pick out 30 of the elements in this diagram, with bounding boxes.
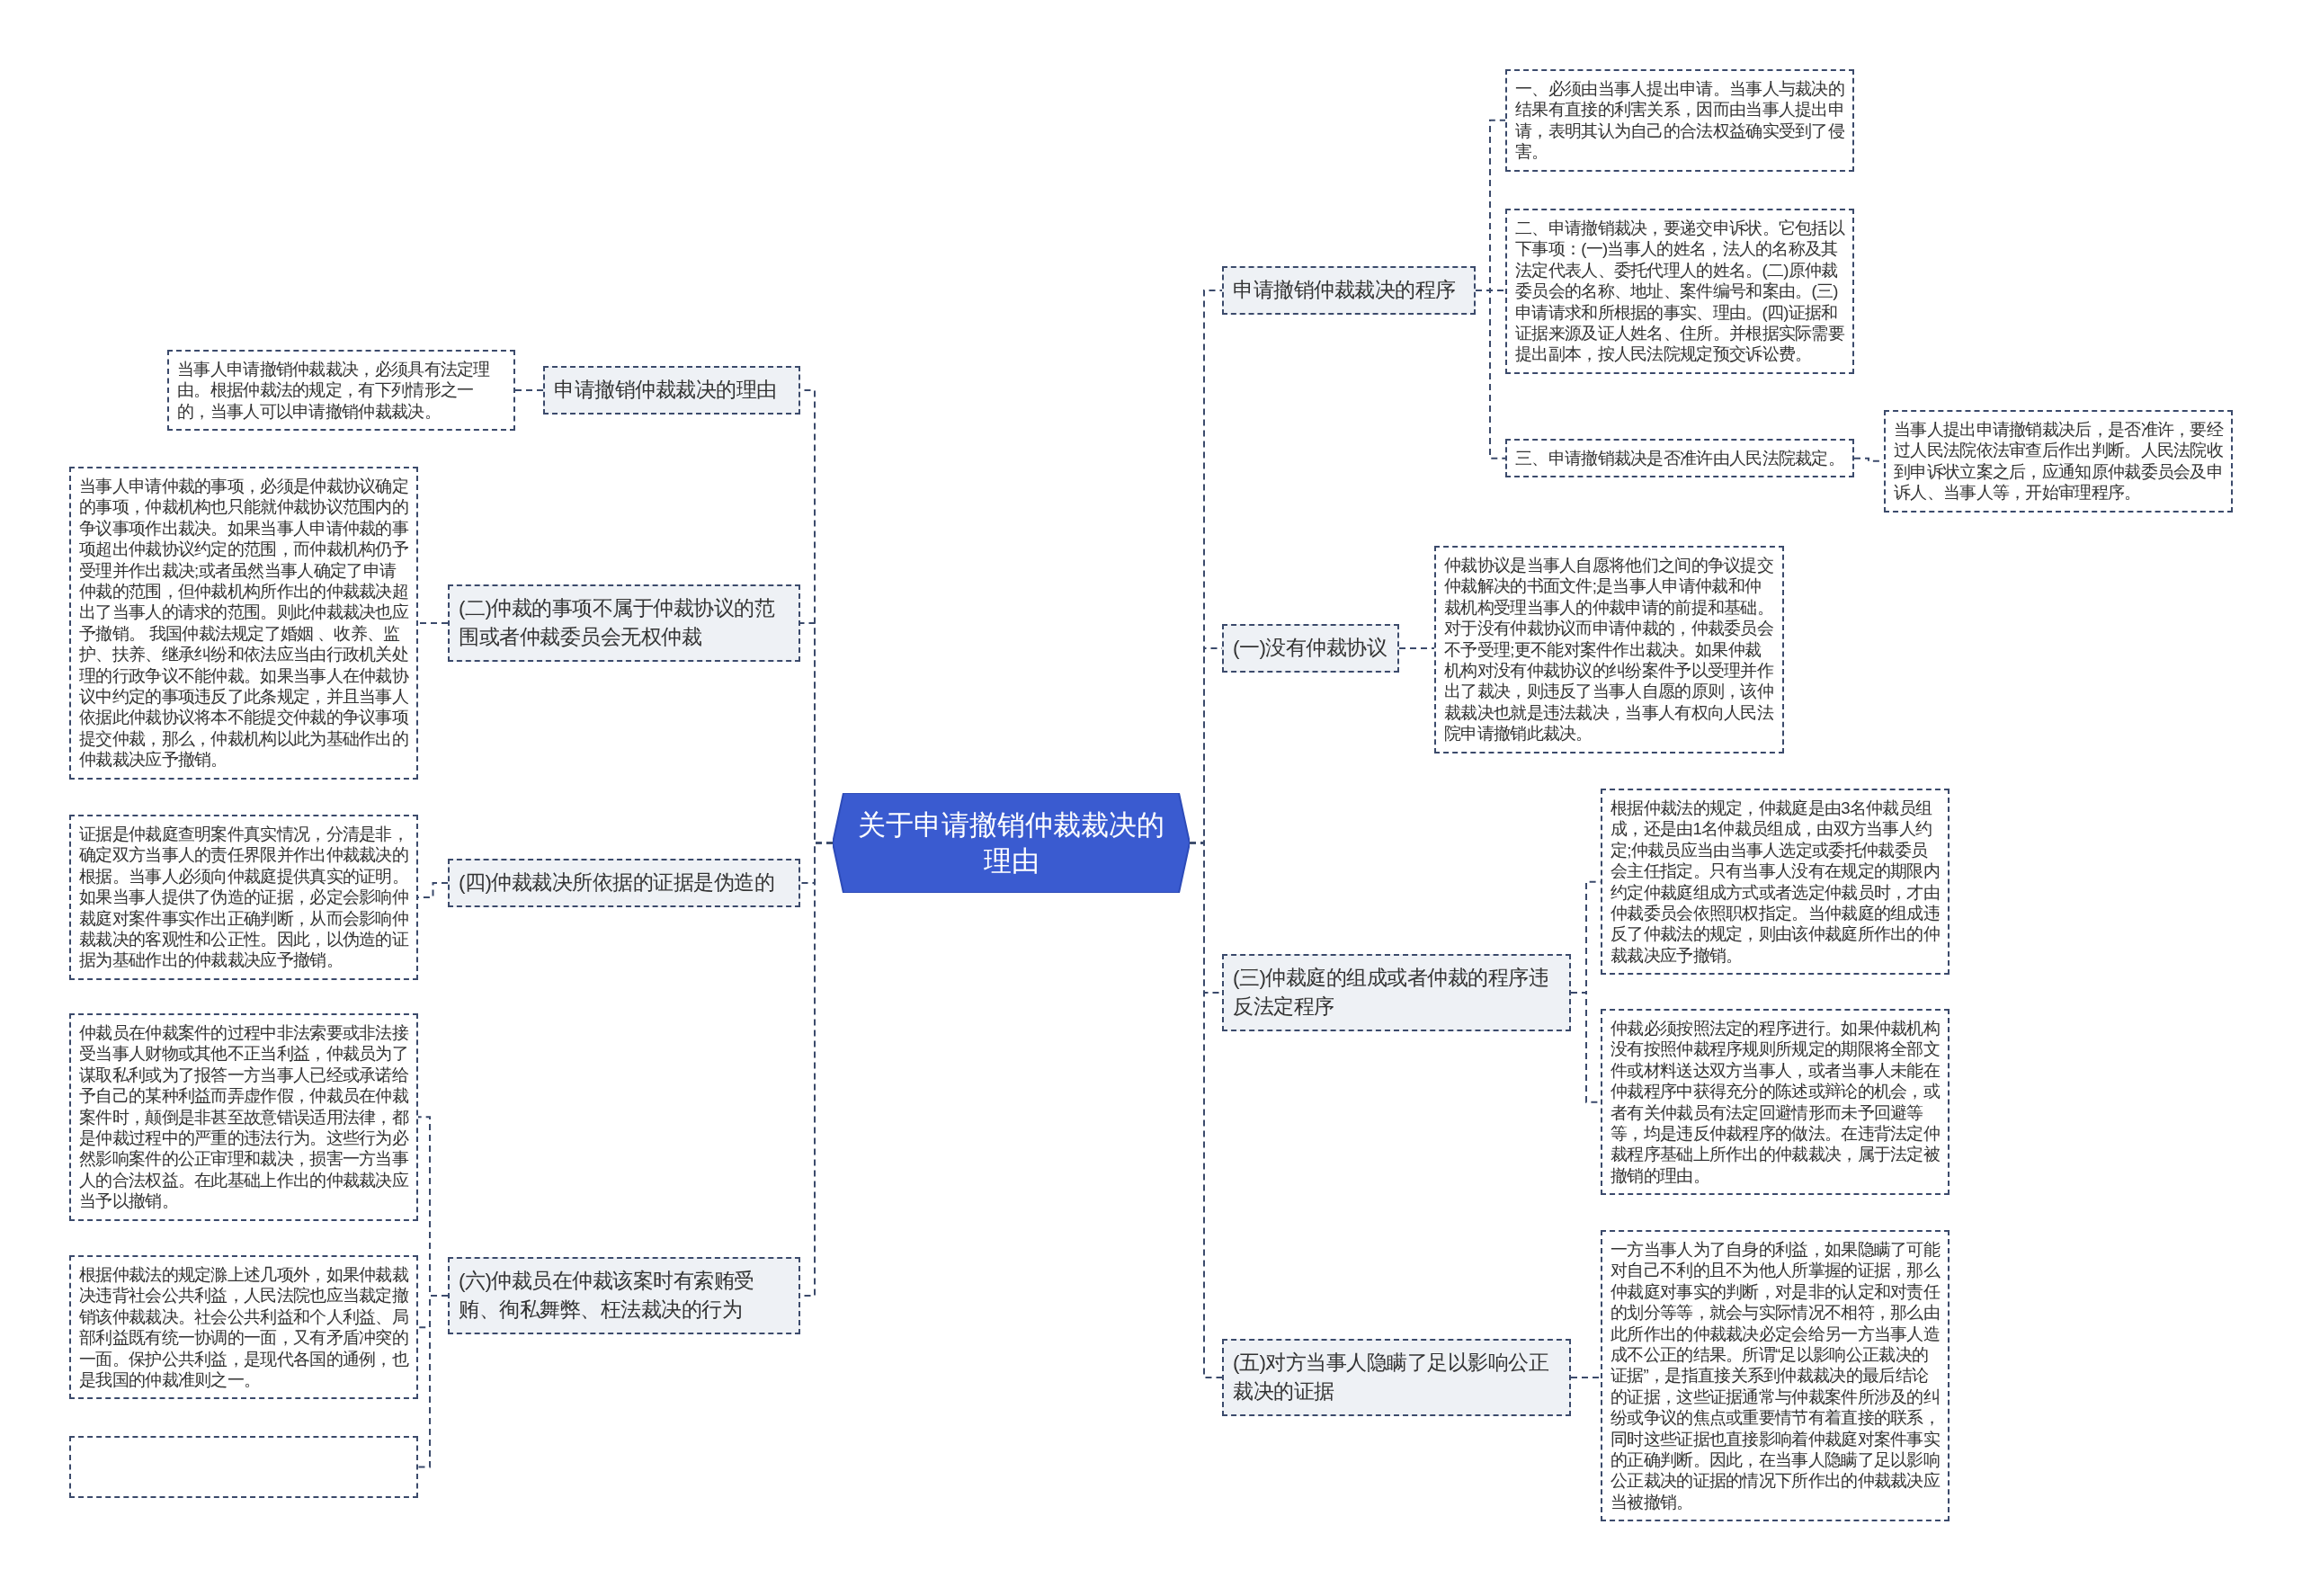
topic-box: (六)仲裁员在仲裁该案时有索贿受贿、徇私舞弊、枉法裁决的行为: [448, 1257, 800, 1334]
note-box: 仲裁员在仲裁案件的过程中非法索要或非法接受当事人财物或其他不正当利益，仲裁员为了谋取私利或为了报答一方当事人已经或承诺给予自己的某种利益而弄虚作假，仲裁员在仲裁案件时，颠倒是非甚至故意错误适用法律，都是仲裁过程中的严重的违法行为。这些行为必然影响案件的公正审理和裁决，损害一方当事人的合法权益。在此基础上作出的仲裁裁决应当予以撤销。: [69, 1013, 418, 1221]
topic-box: 申请撤销仲裁裁决的理由: [543, 366, 800, 415]
empty-box: [69, 1436, 418, 1498]
note-box: 根据仲裁法的规定，仲裁庭是由3名仲裁员组成，还是由1名仲裁员组成，由双方当事人约定;仲裁员应当由当事人选定或委托仲裁委员会主任指定。只有当事人没有在规定的期限内约定仲裁庭组成方式或者选定仲裁员时，才由仲裁委员会依照职权指定。当仲裁庭的组成违反了仲裁法的规定，则由该仲裁庭所作出的仲裁裁决应予撤销。: [1601, 789, 1950, 976]
note-box: 仲裁协议是当事人自愿将他们之间的争议提交仲裁解决的书面文件;是当事人申请仲裁和仲裁机构受理当事人的仲裁申请的前提和基础。对于没有仲裁协议而申请仲裁的，仲裁委员会不予受理;更不能对案件作出裁决。如果仲裁机构对没有仲裁协议的纠纷案件予以受理并作出了裁决，则违反了当事人自愿的原则，该仲裁裁决也就是违法裁决，当事人有权向人民法院申请撤销此裁决。: [1434, 546, 1784, 753]
note-box: 三、申请撤销裁决是否准许由人民法院裁定。: [1505, 439, 1854, 478]
connector-line: [1570, 1377, 1602, 1378]
connector-line: [1189, 842, 1223, 1378]
topic-box: (二)仲裁的事项不属于仲裁协议的范围或者仲裁委员会无权仲裁: [448, 584, 800, 662]
topic-box: (一)没有仲裁协议: [1222, 624, 1399, 673]
topic-box: 申请撤销仲裁裁决的程序: [1222, 266, 1476, 315]
connector-line: [417, 1295, 449, 1468]
note-box: 一方当事人为了自身的利益，如果隐瞒了可能对自己不利的且不为他人所掌握的证据，那么仲裁庭对事实的判断，对是非的认定和对责任的划分等等，就会与实际情况不相符，那么由此所作出的仲裁裁决必定会给另一方当事人造成不公正的结果。所谓“足以影响公正裁决的证据”，是指直接关系到仲裁裁决的最后结论的证据，这些证据通常与仲裁案件所涉及的纠纷或争议的焦点或重要情节有着直接的联系，同时这些证据也直接影响着仲裁庭对案件事实的正确判断。因此，在当事人隐瞒了足以影响公正裁决的证据的情况下所作出的仲裁裁决应当被撤销。: [1601, 1230, 1950, 1522]
note-box: 证据是仲裁庭查明案件真实情况，分清是非，确定双方当事人的责任界限并作出仲裁裁决的根据。当事人必须向仲裁庭提供真实的证明。如果当事人提供了伪造的证据，必定会影响仲裁庭对案件事实作出正确判断，从而会影响仲裁裁决的客观性和公正性。因此，以伪造的证据为基础作出的仲裁裁决应予撤销。: [69, 815, 418, 980]
connector-line: [514, 389, 544, 391]
connector-line: [417, 622, 449, 624]
topic-box: (三)仲裁庭的组成或者仲裁的程序违反法定程序: [1222, 954, 1571, 1031]
topic-box: (四)仲裁裁决所依据的证据是伪造的: [448, 859, 800, 907]
topic-box: (五)对方当事人隐瞒了足以影响公正裁决的证据: [1222, 1339, 1571, 1416]
note-box: 根据仲裁法的规定滁上述几项外，如果仲裁裁决违背社会公共利益，人民法院也应当裁定撤销该仲裁裁决。社会公共利益和个人利益、局部利益既有统一协调的一面，又有矛盾冲突的一面。保护公共利益，是现代各国的通例，也是我国的仲裁准则之一。: [69, 1255, 418, 1400]
note-box: 仲裁必须按照法定的程序进行。如果仲裁机构没有按照仲裁程序规则所规定的期限将全部文件或材料送达双方当事人，或者当事人未能在仲裁程序中获得充分的陈述或辩论的机会，或者有关仲裁员有法定回避情形而未予回避等等，均是违反仲裁程序的做法。在违背法定仲裁程序基础上所作出的仲裁裁决，属于法定被撤销的理由。: [1601, 1009, 1950, 1196]
central-topic: 关于申请撤销仲裁裁决的理由: [833, 793, 1190, 893]
note-box: 当事人申请撤销仲裁裁决，必须具有法定理由。根据仲裁法的规定，有下列情形之一的，当事人可以申请撤销仲裁裁决。: [167, 350, 515, 432]
note-box: 当事人申请仲裁的事项，必须是仲裁协议确定的事项，仲裁机构也只能就仲裁协议范围内的争议事项作出裁决。如果当事人申请仲裁的事项超出仲裁协议约定的范围，而仲裁机构仍予受理并作出裁决;或者虽然当事人确定了申请仲裁的范围，但仲裁机构所作出的仲裁裁决超出了当事人的请求的范围。则此仲裁裁决也应予撤销。 我国仲裁法规定了婚姻 、收养、监护、扶养、继承纠纷和依法应当由行政机关处理的行政争议不能仲裁。如果当事人在仲裁协议中约定的事项违反了此条规定，并且当事人依据此仲裁协议将本不能提交仲裁的争议事项提交仲裁，那么，仲裁机构以此为基础作出的仲裁裁决应予撤销。: [69, 467, 418, 780]
note-box: 二、申请撤销裁决，要递交申诉状。它包括以下事项：(一)当事人的姓名，法人的名称及其法定代表人、委托代理人的姓名。(二)原仲裁委员会的名称、地址、案件编号和案由。(三)申请请求和所根据的事实、理由。(四)证据和证据来源及证人姓名、住所。并根据实际需要提出副本，按人民法院规定预交诉讼费。: [1505, 209, 1854, 374]
note-box: 当事人提出申请撤销裁决后，是否准许，要经过人民法院依法审查后作出判断。人民法院收到申诉状立案之后，应通知原仲裁委员会及申诉人、当事人等，开始审理程序。: [1884, 410, 2233, 513]
connector-line: [1475, 290, 1506, 459]
note-box: 一、必须由当事人提出申请。当事人与裁决的结果有直接的利害关系，因而由当事人提出申请，表明其认为自己的合法权益确实受到了侵害。: [1505, 69, 1854, 172]
connector-line: [1398, 647, 1435, 649]
